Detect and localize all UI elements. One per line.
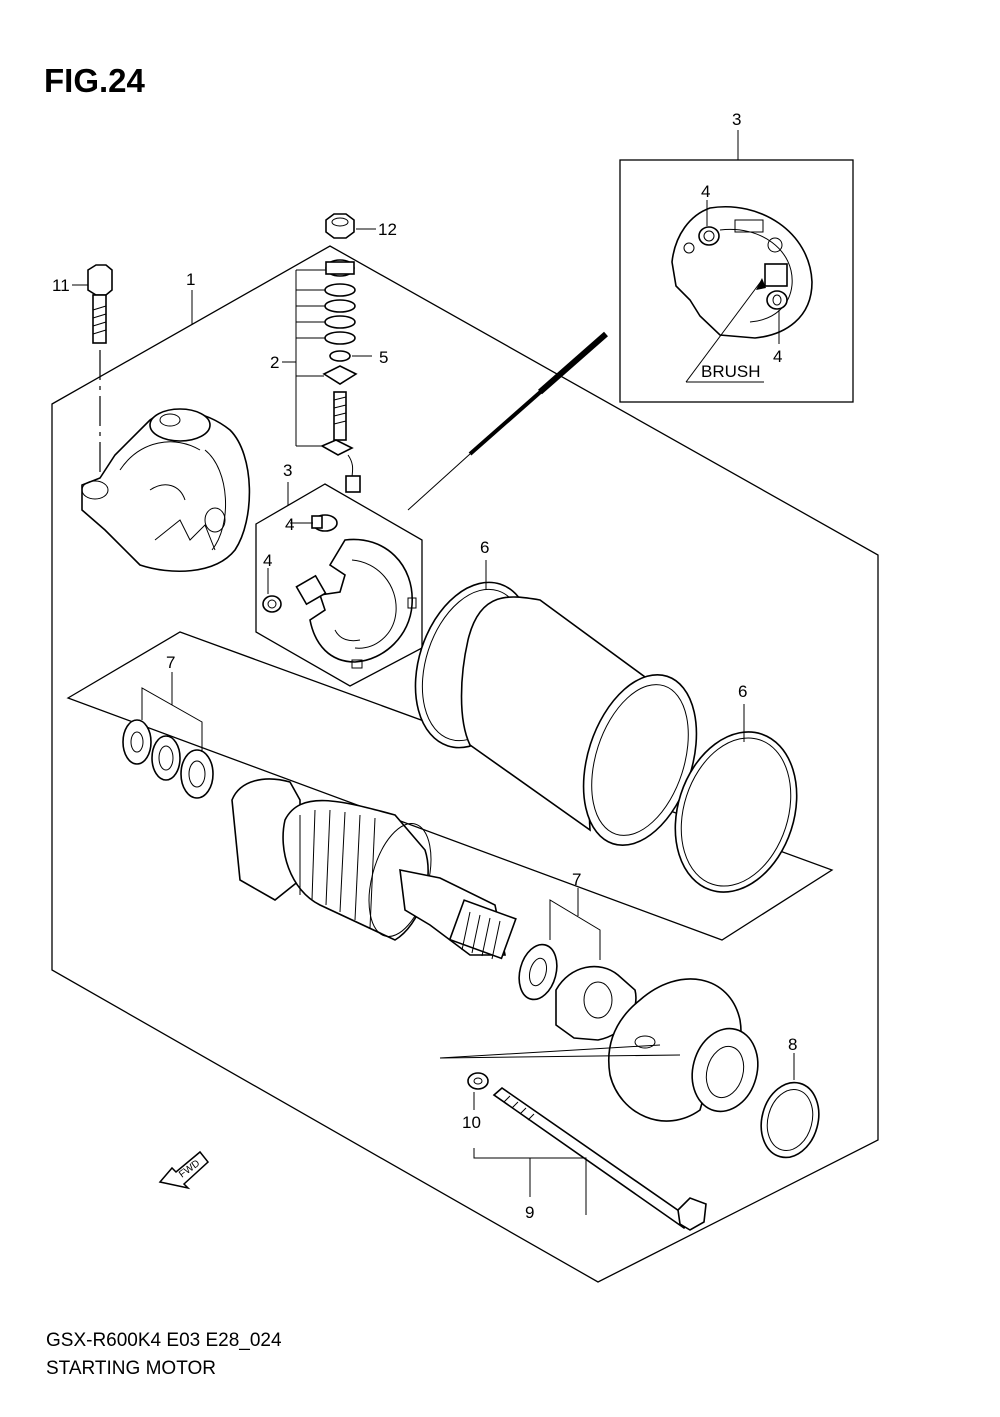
bolt-11 [72, 264, 113, 480]
rear-end-cover [81, 408, 251, 573]
callout-12: 12 [378, 220, 397, 239]
brush-detail-box [619, 159, 854, 403]
detail-leader-thick2 [468, 378, 556, 456]
front-housing [439, 978, 820, 1159]
callout-4-inset-left: 4 [263, 551, 272, 570]
brush-detail [671, 200, 813, 383]
callout-4-inset-top: 4 [285, 515, 294, 534]
model-code: GSX-R600K4 E03 E28_024 [46, 1330, 282, 1351]
assembly-outline [51, 245, 879, 1283]
callout-9: 9 [525, 1203, 534, 1222]
yoke-and-orings-6 [414, 560, 798, 893]
callout-11: 11 [52, 276, 70, 295]
fwd-arrow-icon: FWD [158, 1150, 210, 1190]
callout-1: 1 [186, 270, 195, 289]
callout-2: 2 [270, 353, 279, 372]
nut-12 [325, 213, 376, 239]
callout-4-detail-top: 4 [701, 182, 710, 201]
callout-3-mid: 3 [283, 461, 292, 480]
callout-10: 10 [462, 1113, 481, 1132]
figure-name: STARTING MOTOR [46, 1358, 216, 1379]
through-bolt-9 [467, 1072, 707, 1231]
callout-4-detail-bottom: 4 [773, 347, 782, 366]
brush-label: BRUSH [701, 362, 761, 381]
detail-leader-thin [407, 453, 471, 511]
callout-7-left: 7 [166, 653, 175, 672]
figure-title: FIG.24 [44, 62, 145, 99]
terminal-bolt-set-2 [282, 259, 372, 493]
callout-6-left: 6 [480, 538, 489, 557]
callout-7-right: 7 [572, 870, 581, 889]
callout-5: 5 [379, 348, 388, 367]
callout-3-top: 3 [732, 110, 741, 129]
callout-6-right: 6 [738, 682, 747, 701]
washer-set-7-left [122, 672, 214, 799]
armature-panel-outline [66, 631, 834, 941]
armature [231, 778, 517, 960]
callout-8: 8 [788, 1035, 797, 1054]
washer-set-7-right [518, 888, 637, 1041]
brush-plate [262, 514, 417, 669]
